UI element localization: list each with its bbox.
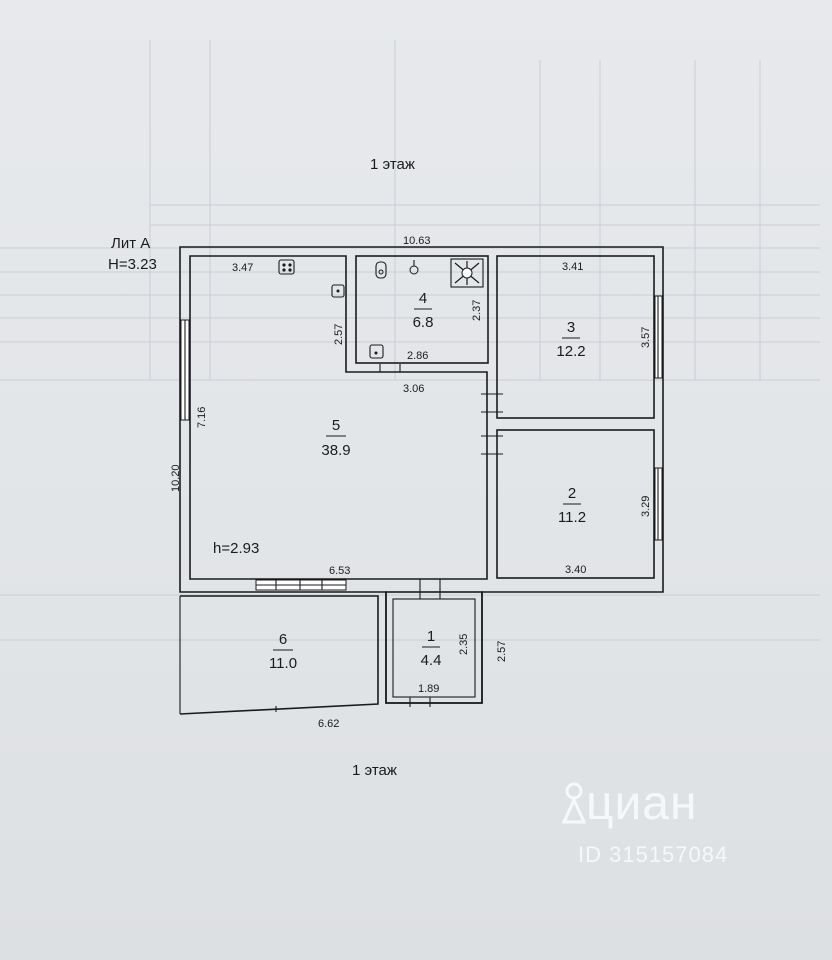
dim-room6-bottom: 6.62 (318, 718, 339, 730)
sink-icon (331, 284, 345, 298)
room-area: 11.2 (558, 509, 586, 526)
dim-room2-bottom: 3.40 (565, 564, 586, 576)
dim-room4-bottom: 2.86 (407, 350, 428, 362)
room-area: 38.9 (321, 442, 350, 459)
location-pin-icon (562, 782, 586, 824)
room-number: 3 (567, 319, 575, 336)
exterior-wall-inner (189, 255, 488, 580)
dim-corridor-width: 3.06 (403, 383, 424, 395)
watermark-listing-id: ID 315157084 (578, 842, 729, 867)
dim-room5-bottom: 6.53 (329, 565, 350, 577)
stove-icon (278, 259, 295, 275)
room-1-walls (392, 598, 476, 698)
room-area: 12.2 (556, 343, 585, 360)
floor-label-top: 1 этаж (370, 156, 415, 173)
floor-label-bottom: 1 этаж (352, 762, 397, 779)
room-number: 1 (427, 628, 435, 645)
dim-room5-side: 2.57 (333, 324, 345, 345)
building-height: H=3.23 (108, 256, 157, 273)
room-label-2: 2 11.2 (558, 485, 586, 526)
room-area: 6.8 (413, 314, 434, 331)
room-area: 11.0 (269, 655, 297, 672)
room-number: 2 (568, 485, 576, 502)
dim-room1-height: 2.35 (458, 634, 470, 655)
room-label-5: 5 38.9 (321, 417, 350, 459)
toilet-icon (375, 261, 387, 279)
building-label: Лит А (111, 235, 150, 252)
room-6-walls (179, 595, 379, 715)
room-label-6: 6 11.0 (269, 631, 297, 672)
dim-room2-side: 3.29 (640, 496, 652, 517)
room-number: 5 (332, 417, 340, 434)
washbasin-icon (409, 260, 419, 275)
dim-room3-top: 3.41 (562, 261, 583, 273)
watermark-brand: циан (586, 777, 698, 830)
room-area: 4.4 (421, 652, 442, 669)
dim-overall-width: 10.63 (403, 235, 431, 247)
room-number: 6 (279, 631, 287, 648)
room-4-walls (355, 255, 489, 364)
room-number: 4 (419, 290, 427, 307)
dim-room5-height: 7.16 (196, 407, 208, 428)
dim-room5-top: 3.47 (232, 262, 253, 274)
room-2-walls (496, 429, 655, 579)
dim-porch-height: 2.57 (496, 641, 508, 662)
room-label-1: 1 4.4 (421, 628, 442, 669)
ceiling-height: h=2.93 (213, 540, 259, 557)
dim-overall-height: 10.20 (170, 464, 182, 492)
shower-icon (369, 344, 384, 359)
dim-room1-width: 1.89 (418, 683, 439, 695)
dim-room4-height: 2.37 (471, 300, 483, 321)
room-label-4: 4 6.8 (413, 290, 434, 331)
room-3-walls (496, 255, 655, 419)
room-label-3: 3 12.2 (556, 319, 585, 360)
boiler-icon (450, 258, 484, 288)
room-1-outer (385, 591, 483, 704)
dim-room3-side: 3.57 (640, 327, 652, 348)
